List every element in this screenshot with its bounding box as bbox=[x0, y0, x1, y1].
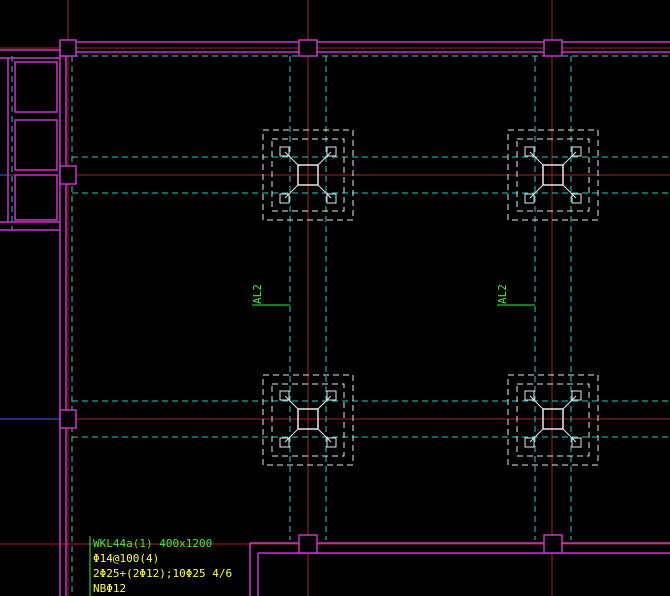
beam-note-line1: WKL44a(1) 400x1200 bbox=[93, 537, 212, 550]
pile-cap-b3[interactable] bbox=[262, 374, 354, 466]
annotation-leaders bbox=[89, 304, 535, 596]
room-box-bottom bbox=[14, 119, 58, 171]
column-a2[interactable] bbox=[59, 165, 77, 185]
column-a1[interactable] bbox=[59, 39, 77, 57]
beam-note-line4: NBΦ12 bbox=[93, 582, 126, 595]
annotation-al2-right: AL2 bbox=[496, 284, 509, 304]
pile-cap-c2[interactable] bbox=[507, 129, 599, 221]
beam-note: WKL44a(1) 400x1200 Φ14@100(4) 2Φ25+(2Φ12… bbox=[93, 537, 232, 595]
column-c4[interactable] bbox=[543, 534, 563, 554]
columns bbox=[59, 39, 563, 554]
pile-caps bbox=[262, 129, 599, 466]
column-c1[interactable] bbox=[543, 39, 563, 57]
column-b4[interactable] bbox=[298, 534, 318, 554]
column-b1[interactable] bbox=[298, 39, 318, 57]
pile-cap-b2[interactable] bbox=[262, 129, 354, 221]
room-box-lower bbox=[14, 174, 58, 221]
annotation-al2-left: AL2 bbox=[251, 284, 264, 304]
column-a3[interactable] bbox=[59, 409, 77, 429]
beam-outlines bbox=[11, 55, 670, 596]
room-box-top bbox=[14, 61, 58, 113]
beam-note-line3: 2Φ25+(2Φ12);10Φ25 4/6 bbox=[93, 567, 232, 580]
pile-cap-c3[interactable] bbox=[507, 374, 599, 466]
wall-outlines bbox=[0, 41, 670, 596]
beam-note-line2: Φ14@100(4) bbox=[93, 552, 159, 565]
